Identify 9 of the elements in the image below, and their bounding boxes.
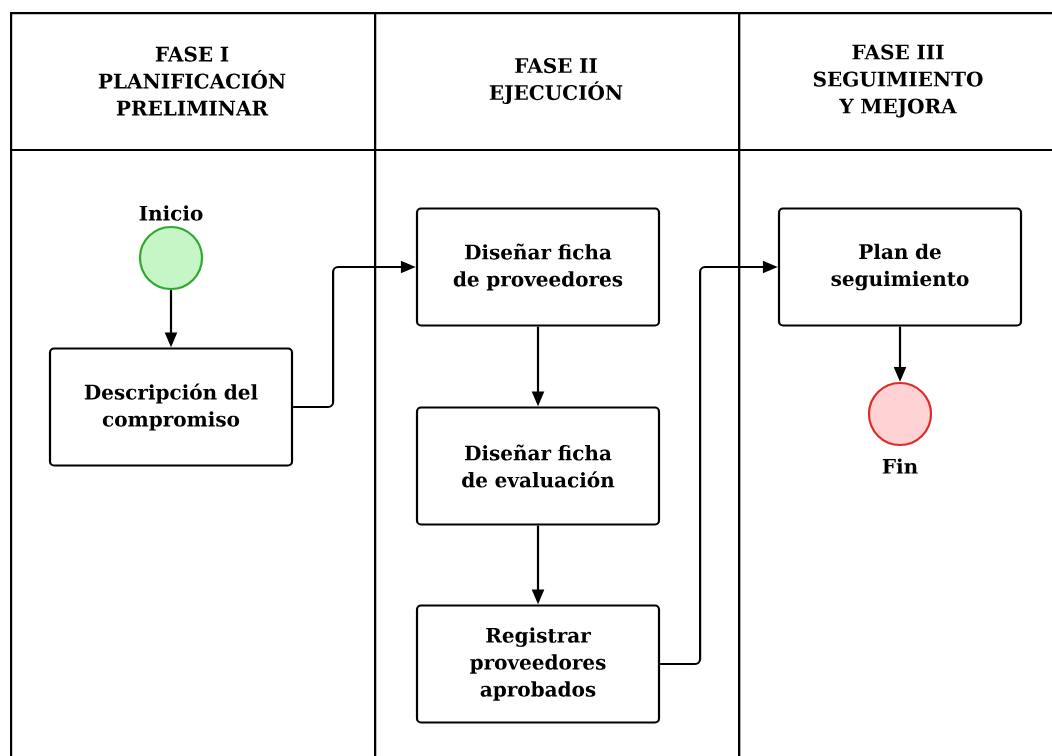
event-label: Inicio <box>139 205 203 221</box>
process-box: Diseñar ficha de proveedores <box>415 207 661 327</box>
process-box: Descripción del compromiso <box>48 347 294 467</box>
event-circle <box>138 225 204 291</box>
process-box: Plan de seguimiento <box>777 207 1023 327</box>
event-circle <box>867 381 933 447</box>
process-box: Registrar proveedores aprobados <box>415 604 661 724</box>
event-label: Fin <box>882 458 918 474</box>
process-box: Diseñar ficha de evaluación <box>415 406 661 526</box>
